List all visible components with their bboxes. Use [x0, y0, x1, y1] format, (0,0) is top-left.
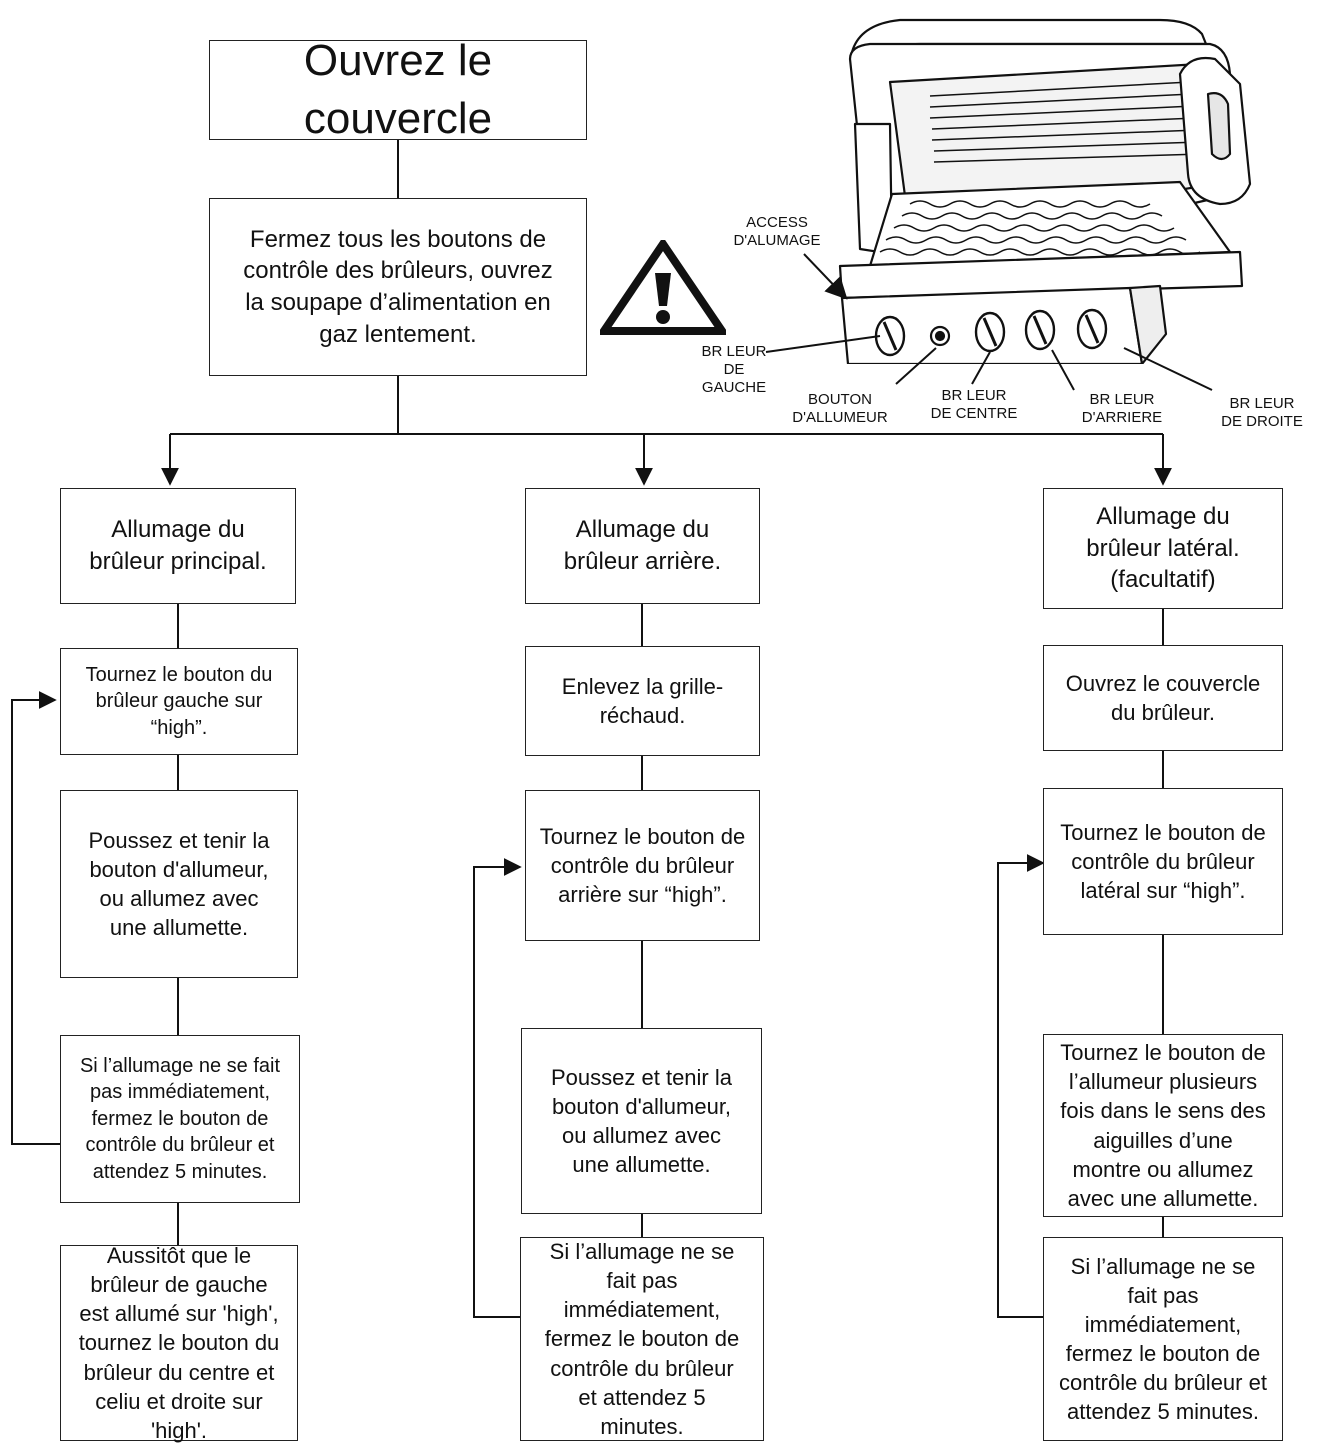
col1-step1-box: Tournez le bouton du brûleur gauche sur …	[60, 648, 298, 755]
col2-heading: Allumage du brûleur arrière.	[563, 516, 722, 575]
col3-step2: Tournez le bouton de contrôle du brûleur…	[1060, 819, 1266, 904]
col3-step4: Si l’allumage ne se fait pas immédiateme…	[1059, 1253, 1267, 1425]
col1-step4: Aussitôt que le brûleur de gauche est al…	[78, 1243, 280, 1443]
col1-step2: Poussez et tenir la bouton d'allumeur, o…	[88, 827, 270, 941]
col2-step4: Si l’allumage ne se fait pas immédiateme…	[544, 1239, 740, 1439]
label-center-burner: BR LEUR DE CENTRE	[930, 387, 1018, 422]
col1-step3: Si l’allumage ne se fait pas immédiateme…	[79, 1055, 281, 1183]
close-valves-box: Fermez tous les boutons de contrôle des …	[209, 198, 587, 376]
label-access-ignition: ACCESS D'ALUMAGE	[733, 214, 821, 249]
col3-step3: Tournez le bouton de l’allumeur plusieur…	[1060, 1040, 1266, 1211]
col3-step1: Ouvrez le couvercle du brûleur.	[1065, 670, 1261, 725]
col3-step1-box: Ouvrez le couvercle du brûleur.	[1043, 645, 1283, 751]
open-lid-box: Ouvrez le couvercle	[209, 36, 587, 143]
col1-step2-box: Poussez et tenir la bouton d'allumeur, o…	[60, 790, 298, 978]
col3-step4-box: Si l’allumage ne se fait pas immédiateme…	[1043, 1237, 1283, 1441]
col3-heading: Allumage du brûleur latéral. (facultatif…	[1086, 502, 1240, 594]
col2-step1-box: Enlevez la grille- réchaud.	[525, 646, 760, 756]
col2-step4-box: Si l’allumage ne se fait pas immédiateme…	[520, 1237, 764, 1441]
open-lid-text: Ouvrez le couvercle	[303, 35, 493, 143]
col1-step4-box: Aussitôt que le brûleur de gauche est al…	[60, 1243, 298, 1443]
col2-step2: Tournez le bouton de contrôle du brûleur…	[539, 823, 746, 908]
col3-step2-box: Tournez le bouton de contrôle du brûleur…	[1043, 788, 1283, 935]
col1-heading-box: Allumage du brûleur principal.	[60, 488, 296, 604]
col2-step1: Enlevez la grille- réchaud.	[561, 673, 724, 728]
col2-step3: Poussez et tenir la bouton d'allumeur, o…	[551, 1064, 732, 1178]
label-right-burner: BR LEUR DE DROITE	[1221, 395, 1303, 430]
label-rear-burner: BR LEUR D'ARRIERE	[1081, 391, 1163, 426]
warning-triangle-icon	[600, 240, 726, 335]
col1-step1: Tournez le bouton du brûleur gauche sur …	[85, 663, 273, 739]
col3-step3-box: Tournez le bouton de l’allumeur plusieur…	[1043, 1034, 1283, 1217]
col2-step2-box: Tournez le bouton de contrôle du brûleur…	[525, 790, 760, 941]
col2-heading-box: Allumage du brûleur arrière.	[525, 488, 760, 604]
close-valves-text: Fermez tous les boutons de contrôle des …	[243, 225, 553, 348]
col2-step3-box: Poussez et tenir la bouton d'allumeur, o…	[521, 1028, 762, 1214]
grill-illustration	[838, 18, 1252, 364]
label-igniter-button: BOUTON D'ALLUMEUR	[792, 391, 888, 426]
col3-heading-box: Allumage du brûleur latéral. (facultatif…	[1043, 488, 1283, 609]
label-left-burner: BR LEUR DE GAUCHE	[701, 343, 767, 396]
col1-step3-box: Si l’allumage ne se fait pas immédiateme…	[60, 1035, 300, 1203]
col1-heading: Allumage du brûleur principal.	[89, 516, 267, 575]
